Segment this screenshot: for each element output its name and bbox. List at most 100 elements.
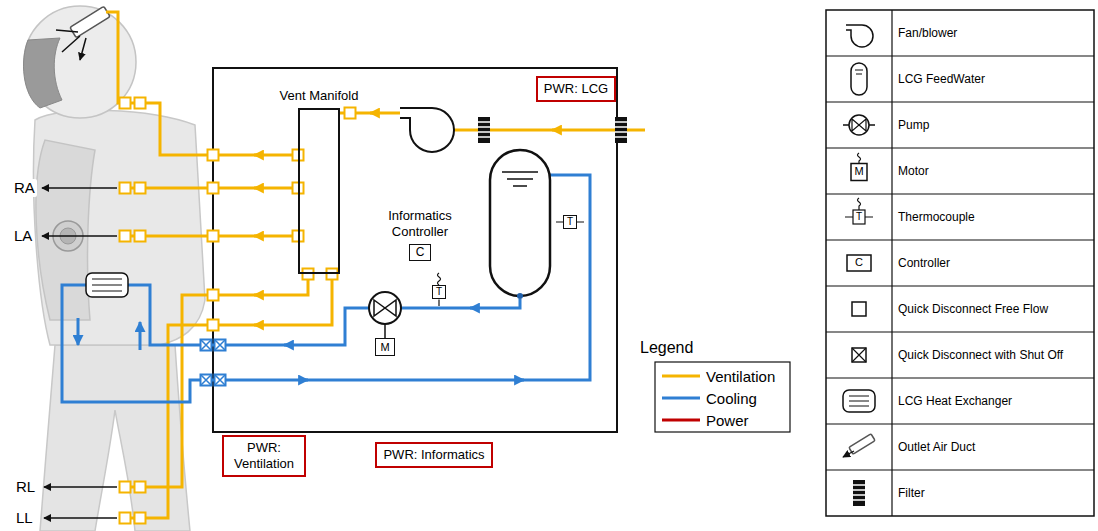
legend-heading: Legend <box>640 338 693 357</box>
leader-line <box>44 486 117 488</box>
controller-box: Informatics ControllerC <box>409 244 432 261</box>
quick-disconnect-shutoff <box>201 340 212 351</box>
table-cell: Filter <box>898 486 925 500</box>
table-cell: Controller <box>898 256 950 270</box>
quick-disconnect-shutoff <box>201 340 226 386</box>
outlet-air-duct <box>56 6 110 60</box>
quick-disconnect <box>208 320 219 331</box>
quick-disconnect <box>208 183 219 194</box>
ventilation-arrow <box>254 294 262 297</box>
table-icon <box>843 25 875 506</box>
table-icon <box>853 480 865 506</box>
suit-illustration <box>33 110 205 345</box>
node-text: PWR: LCG <box>544 81 608 97</box>
ventilation-line <box>119 187 208 190</box>
legend-line <box>662 397 700 400</box>
legend-text: Ventilation <box>706 368 775 385</box>
legend-line <box>662 419 700 422</box>
heat-exchanger <box>92 279 122 291</box>
table-cell: T <box>856 211 862 223</box>
ventilation-line <box>219 235 293 238</box>
ventilation-arrow <box>254 154 262 157</box>
feedwater-tank <box>517 293 523 299</box>
quick-disconnect <box>208 290 219 301</box>
outlet-air-duct <box>70 6 110 37</box>
node-text: C <box>416 245 425 260</box>
table-icon <box>843 451 854 457</box>
quick-disconnect <box>120 513 131 524</box>
fan-blower <box>400 108 454 152</box>
table-icon <box>855 70 863 74</box>
callout-label: RL <box>14 478 37 496</box>
quick-disconnect <box>120 231 131 242</box>
table-cell: LCG Heat Exchanger <box>898 394 1012 408</box>
legend-text: Power <box>706 412 749 429</box>
table-icon <box>845 216 873 217</box>
quick-disconnect <box>208 150 219 161</box>
quick-disconnect <box>120 98 131 109</box>
quick-disconnect <box>135 231 146 242</box>
callout-label: RA <box>12 179 37 197</box>
node-text: T <box>567 216 573 228</box>
table-icon <box>852 119 866 131</box>
table-icon <box>858 198 861 210</box>
ventilation-line <box>219 187 293 190</box>
table-cell: C <box>855 256 863 269</box>
plss-housing <box>213 68 617 432</box>
leader-line <box>44 517 117 519</box>
cooling-arrow <box>516 379 524 382</box>
cooling-arrow <box>78 308 524 380</box>
feedwater-tank <box>490 150 550 296</box>
heat-exchanger <box>86 273 128 297</box>
table-icon <box>849 115 869 135</box>
table-cell: LCG FeedWater <box>898 72 985 86</box>
suit-illustration <box>24 38 62 108</box>
cooling-arrow <box>470 307 478 310</box>
legend-sample <box>662 392 700 404</box>
filter-symbol <box>478 117 490 143</box>
ventilation-arrow <box>254 113 560 325</box>
pump-symbol <box>374 300 396 316</box>
legend-sample <box>662 414 700 426</box>
filter-symbol <box>615 117 627 143</box>
ventilation-line <box>119 235 208 238</box>
quick-disconnect <box>327 269 338 280</box>
cooling-arrow <box>284 344 292 347</box>
cooling-arrow <box>300 379 308 382</box>
quick-disconnect-shutoff <box>201 375 212 386</box>
table-icon <box>851 63 867 95</box>
quick-disconnect <box>208 231 219 242</box>
cooling-line <box>401 299 520 308</box>
pump-symbol <box>384 324 386 338</box>
legend-text: Cooling <box>706 390 757 407</box>
thermocouple-box: T <box>563 215 577 229</box>
pump-symbol <box>369 292 401 324</box>
quick-disconnect <box>135 513 146 524</box>
symbol-table <box>826 10 1094 516</box>
ventilation-line <box>219 154 293 157</box>
cooling-line <box>212 308 369 345</box>
legend-row: Ventilation <box>662 366 775 386</box>
leader-line <box>42 235 117 237</box>
thermocouple-box: T <box>432 285 446 299</box>
symbol-table <box>826 10 1094 516</box>
ventilation-arrow <box>254 324 262 327</box>
thermocouple-lead <box>438 300 439 307</box>
thermocouple-lead <box>438 273 441 285</box>
symbol-table <box>826 10 1094 516</box>
fan-blower <box>400 108 454 152</box>
pump-symbol <box>369 292 401 338</box>
table-icon <box>846 25 873 47</box>
table-icon <box>851 164 867 181</box>
ventilation-arrow <box>370 112 378 115</box>
ventilation-line <box>219 280 333 326</box>
quick-disconnect <box>293 231 304 242</box>
quick-disconnect-shutoff <box>215 340 226 351</box>
legend-sample <box>662 370 700 382</box>
heat-exchanger <box>86 273 128 297</box>
